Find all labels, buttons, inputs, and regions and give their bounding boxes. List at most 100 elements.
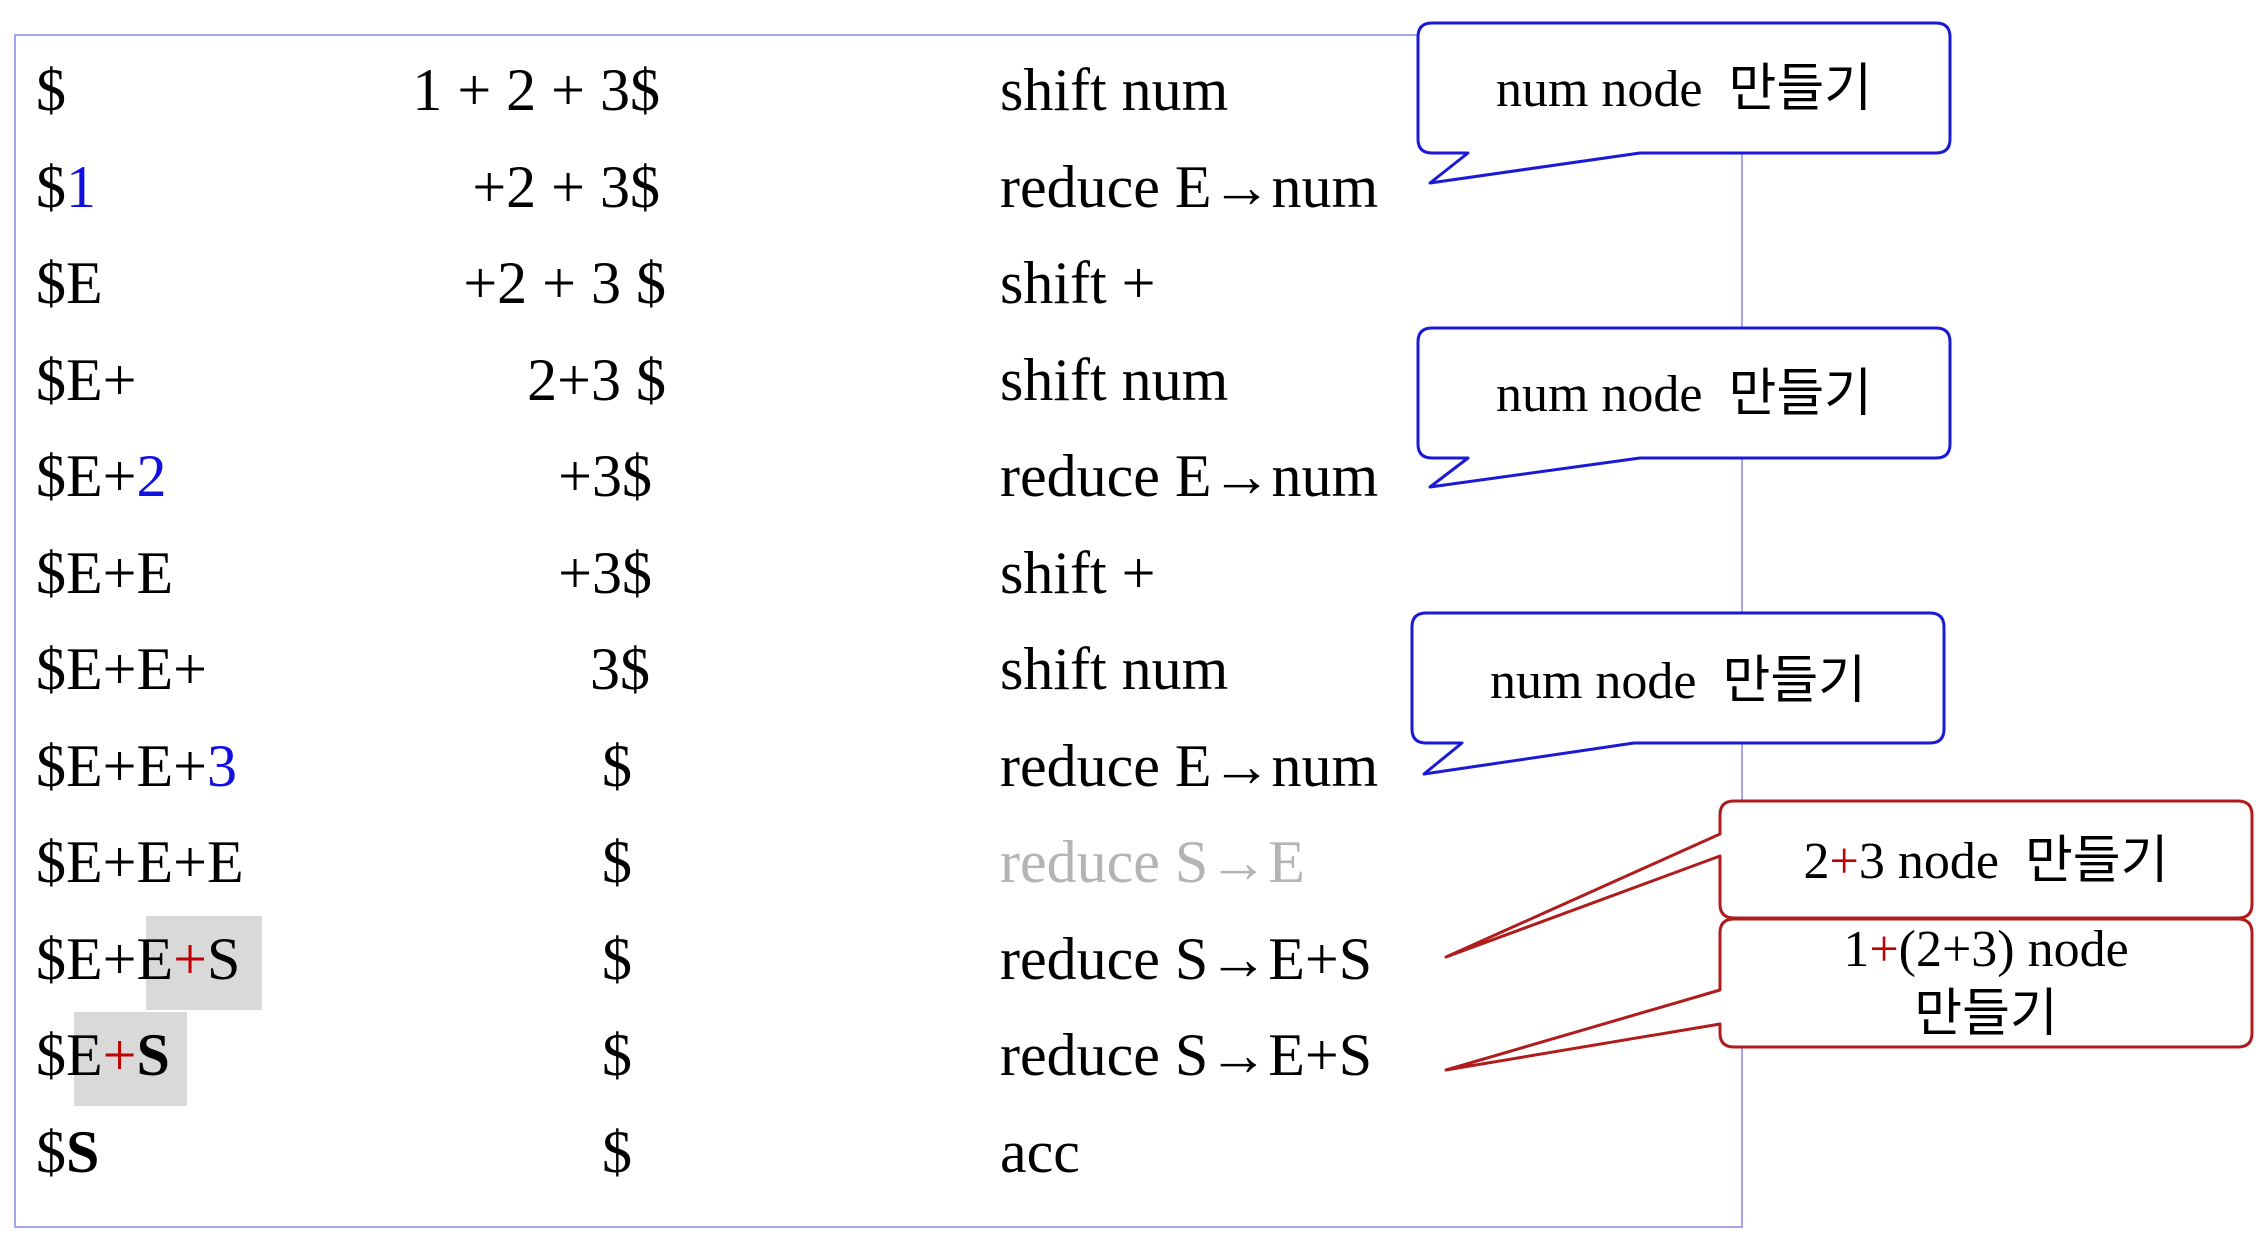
text-run: S xyxy=(136,1022,170,1088)
text-run: $ xyxy=(36,1118,66,1185)
stack-cell: $E+E+S xyxy=(36,925,240,993)
text-run: $ xyxy=(36,57,66,123)
action-cell: shift + xyxy=(1000,249,1156,317)
callout-bubble xyxy=(1444,917,2254,1072)
text-run: → xyxy=(1208,1022,1269,1088)
text-run: shift num xyxy=(1000,57,1229,123)
action-cell: shift num xyxy=(1000,346,1228,414)
callout-bubble xyxy=(1416,21,1952,185)
text-run: $E+E xyxy=(36,539,174,606)
text-run: $E+E+E xyxy=(36,829,244,895)
text-run: S xyxy=(66,1118,100,1185)
text-run: 2 xyxy=(1803,833,1830,890)
text-run: acc xyxy=(1000,1118,1080,1185)
text-run: → xyxy=(1208,829,1269,895)
text-run: + xyxy=(1869,921,1899,978)
text-run: + xyxy=(1829,833,1859,890)
text-run: $E+E+ xyxy=(36,636,207,702)
text-run: $ xyxy=(36,153,66,220)
text-run: reduce E xyxy=(1000,732,1212,799)
input-cell: +3$ xyxy=(558,443,652,509)
action-cell: reduce E→num xyxy=(1000,442,1378,510)
action-cell: reduce S→E xyxy=(1000,828,1305,896)
handle-highlight xyxy=(74,1012,187,1106)
input-cell: +3$ xyxy=(558,539,652,606)
text-run: → xyxy=(1208,925,1269,992)
text-run: shift num xyxy=(1000,346,1229,413)
text-run: reduce S xyxy=(1000,925,1209,992)
text-run: → xyxy=(1211,153,1272,220)
callout-bubble xyxy=(1416,326,1952,489)
handle-highlight xyxy=(146,916,262,1010)
text-run: E+S xyxy=(1268,1022,1373,1088)
action-cell: reduce E→num xyxy=(1000,153,1378,221)
text-run: 1 xyxy=(1843,921,1870,978)
stack-cell: $E+E+3 xyxy=(36,732,237,800)
text-run: 1 xyxy=(66,153,96,220)
text-run: num xyxy=(1271,732,1379,799)
text-run: (2+3) node xyxy=(1898,921,2129,978)
text-run: num xyxy=(1271,153,1379,220)
text-run: 3 node 만들기 xyxy=(1858,833,2169,890)
text-run: + xyxy=(173,925,207,992)
text-run: shift num xyxy=(1000,636,1229,702)
text-run: reduce E xyxy=(1000,153,1212,220)
stack-cell: $E+S xyxy=(36,1021,170,1089)
callout-text: 1+(2+3) node xyxy=(1720,920,2252,980)
action-cell: reduce S→E+S xyxy=(1000,1021,1372,1089)
action-cell: shift num xyxy=(1000,635,1228,703)
text-run: E xyxy=(1268,829,1305,895)
text-run: shift + xyxy=(1000,539,1156,606)
input-cell: $ xyxy=(602,732,632,799)
text-run: → xyxy=(1211,443,1272,509)
text-run: reduce E xyxy=(1000,443,1212,509)
stack-cell: $E+E xyxy=(36,539,173,607)
text-run: E+S xyxy=(1268,925,1373,992)
action-cell: reduce E→num xyxy=(1000,732,1378,800)
text-run: + xyxy=(102,1022,137,1088)
callout-text: 만들기 xyxy=(1720,985,2252,1045)
text-run: $E+E xyxy=(36,925,174,992)
callout-bubble xyxy=(1410,611,1946,776)
action-cell: reduce S→E+S xyxy=(1000,925,1372,993)
stack-cell: $E+2 xyxy=(36,442,167,510)
text-run: $E xyxy=(36,1022,103,1088)
text-run: reduce S xyxy=(1000,829,1209,895)
stack-cell: $E+ xyxy=(36,346,137,414)
input-cell: $ xyxy=(602,829,632,895)
text-run: $E+ xyxy=(36,346,137,413)
text-run: num node 만들기 xyxy=(1495,61,1873,118)
text-run: shift + xyxy=(1000,250,1156,316)
input-cell: $ xyxy=(602,925,632,992)
text-run: reduce S xyxy=(1000,1022,1209,1088)
stack-cell: $1 xyxy=(36,153,96,221)
text-run: $E+ xyxy=(36,443,137,509)
text-run: → xyxy=(1211,732,1272,799)
text-run: num node 만들기 xyxy=(1489,653,1867,710)
callout-text: num node 만들기 xyxy=(1412,652,1944,712)
input-cell: $ xyxy=(602,1022,632,1088)
text-run: 3 xyxy=(206,732,237,799)
stack-cell: $ xyxy=(36,56,66,124)
text-run: 2 xyxy=(136,443,167,509)
text-run: S xyxy=(206,925,241,992)
stack-cell: $E xyxy=(36,249,103,317)
callout-text: num node 만들기 xyxy=(1418,60,1950,120)
input-cell: 1 + 2 + 3$ xyxy=(412,57,660,123)
input-cell: 2+3 $ xyxy=(527,346,666,413)
action-cell: shift + xyxy=(1000,539,1156,607)
text-run: $E+E+ xyxy=(36,732,207,799)
stack-cell: $S xyxy=(36,1118,99,1186)
input-cell: 3$ xyxy=(590,636,650,702)
input-cell: +2 + 3 $ xyxy=(463,250,666,316)
input-cell: $ xyxy=(602,1118,632,1185)
text-run: num xyxy=(1271,443,1379,509)
text-run: 만들기 xyxy=(1914,986,2058,1043)
input-cell: +2 + 3$ xyxy=(472,153,660,220)
text-run: num node 만들기 xyxy=(1495,366,1873,423)
stack-cell: $E+E+E xyxy=(36,828,244,896)
callout-text: num node 만들기 xyxy=(1418,365,1950,425)
stack-cell: $E+E+ xyxy=(36,635,207,703)
